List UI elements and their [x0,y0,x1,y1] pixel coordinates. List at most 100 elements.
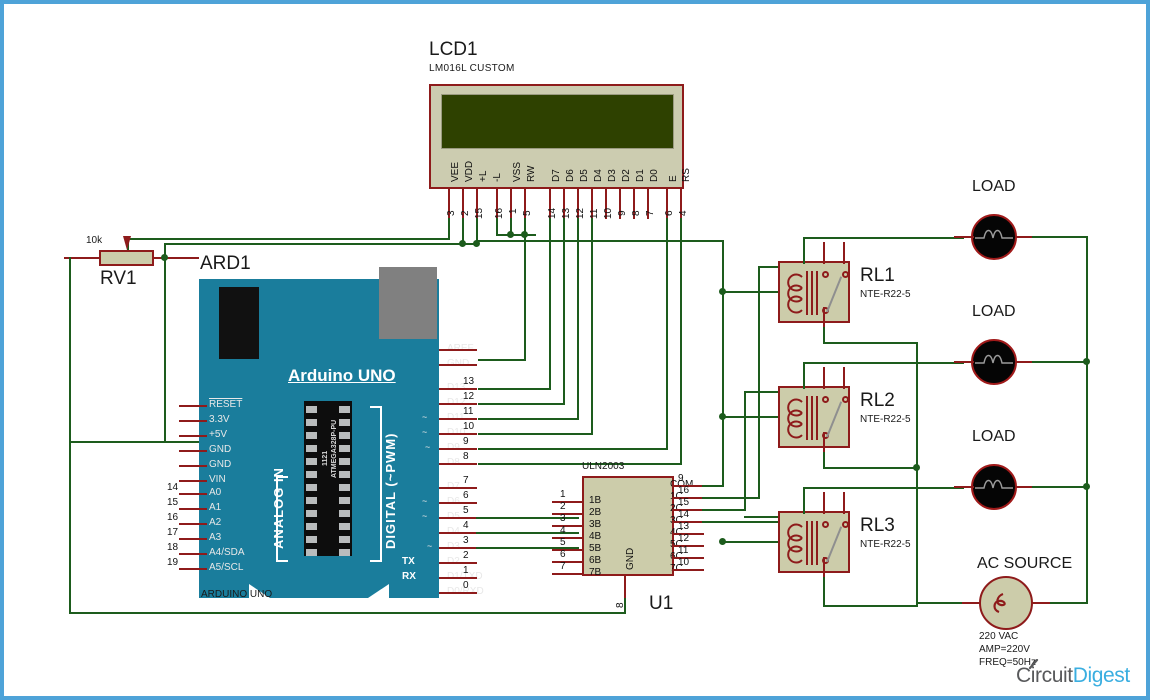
pwm-tilde-icon: ~ [425,442,431,452]
mcu-pin [306,458,317,465]
load-3-terminal [1015,486,1035,488]
lcd-pin-label-d7: D7 [551,169,562,182]
uln-pin-number-11: 11 [678,545,689,556]
wire-load1-right [1032,236,1088,238]
wire-uln-1c [702,497,760,499]
uln-pin-stub [552,573,584,575]
wire-pot-left-gnd [69,257,71,442]
junction-dot [719,413,726,420]
wire-gnd-to-arduino [478,359,526,361]
arduino-pin-number-a3: 17 [167,527,179,538]
junction-dot [913,464,920,471]
arduino-pin-stub [439,592,477,594]
lcd-pin-stub [633,189,635,219]
arduino-pin-stub [179,420,207,422]
relay-coil-icon [787,398,803,439]
arduino-pin-number-a4: 18 [167,542,179,553]
arduino-pin-number-d8: 8 [463,451,469,462]
wire-lcd-e-h [478,448,668,450]
uln-pin-number-16: 16 [678,485,690,496]
wire-5v-rail [164,243,478,245]
mcu-pin [306,419,317,426]
usb-port-icon [379,267,437,339]
arduino-pin-stub [179,523,207,525]
relay-core-bar [806,521,808,565]
relay-contact-nc [842,271,849,278]
relay-rl1-body[interactable] [778,261,850,323]
arduino-pin-stub [439,448,477,450]
ac-spec-freq: FREQ=50Hz [979,657,1036,668]
load-1-label: LOAD [972,178,1016,195]
uln-pin-number-4: 4 [560,525,566,536]
wire-ac-live-bus [916,342,918,605]
wire-load2-right [1032,361,1088,363]
arduino-pin-stub [439,388,477,390]
mcu-pin [339,445,350,452]
lcd-pin-stub [577,189,579,219]
relay-rl1-pin [823,242,825,264]
lcd-pin-label-plus-l: +L [478,170,489,182]
lcd-pin-label-d4: D4 [593,169,604,182]
lcd-pin-stub [462,189,464,219]
wire-lcd-d6-h [478,403,565,405]
junction-dot [507,231,514,238]
wire-load3-right [1032,486,1088,488]
load-2-terminal [1015,361,1035,363]
lcd-pin-label-vdd: VDD [464,160,475,182]
arduino-pin-number-d10: 10 [463,421,475,432]
arduino-pin-stub [439,349,477,351]
arduino-pin-stub [439,517,477,519]
lcd-pin-label-d0: D0 [649,169,660,182]
load-1-terminal [1015,236,1035,238]
mcu-pin [339,432,350,439]
uln-gnd-stub [624,574,626,600]
relay-rl3-body[interactable] [778,511,850,573]
lcd-pin-number-6: 6 [664,210,675,216]
logo-tick-icon [1028,659,1039,670]
uln-pin-5b: 5B [589,543,602,554]
mcu-lot-label: 1121 [322,450,329,466]
wire-lcd-d4 [591,218,593,434]
junction-dot [1083,358,1090,365]
relay-rl2-part: NTE-R22-5 [860,414,911,425]
relay-rl3-pin [823,492,825,514]
wire-lcd-d7 [549,218,551,389]
relay-rl1-ref: RL1 [860,265,895,286]
relay-rl2-pin [843,367,845,389]
relay-rl2-com-pin [823,432,825,454]
board-notch [249,584,389,598]
ac-source-terminal-left [959,602,981,604]
relay-armature-blade [826,276,843,313]
potentiometer-body[interactable] [99,250,154,266]
wire-lcd-e [666,218,668,449]
lcd-pin-label-minus-l: -L [492,173,503,182]
wire-lcd-d5-h [478,418,579,420]
wire-lcd-d5 [577,218,579,419]
load-3-terminal [954,486,974,488]
uln2003-body[interactable] [582,476,674,576]
pwm-tilde-icon: ~ [427,541,433,551]
arduino-pin-a5-scl: A5/SCL [209,562,244,573]
relay-rl1-pin [843,242,845,264]
load-3-lamp [971,464,1017,510]
ac-spec-amp: AMP=220V [979,644,1030,655]
arduino-pin-number-d7: 7 [463,475,469,486]
uln-pin-stub [552,537,584,539]
lcd-part-label: LM016L CUSTOM [429,63,515,74]
junction-dot [1083,483,1090,490]
ac-source-terminal-right [1031,602,1053,604]
load-3-label: LOAD [972,428,1016,445]
relay-contact-nc [842,396,849,403]
relay-contact-no [822,271,829,278]
arduino-pin-number-d0: 0 [463,580,469,591]
uln-pin-stub [552,561,584,563]
arduino-pin-vin: VIN [209,474,226,485]
relay-rl2-body[interactable] [778,386,850,448]
uln-pin-number-9: 9 [678,473,684,484]
wire-uln-com-v [722,240,724,487]
load-2-terminal [954,361,974,363]
board-notch [199,584,249,598]
uln-pin-4b: 4B [589,531,602,542]
lcd-pin-label-d3: D3 [607,169,618,182]
